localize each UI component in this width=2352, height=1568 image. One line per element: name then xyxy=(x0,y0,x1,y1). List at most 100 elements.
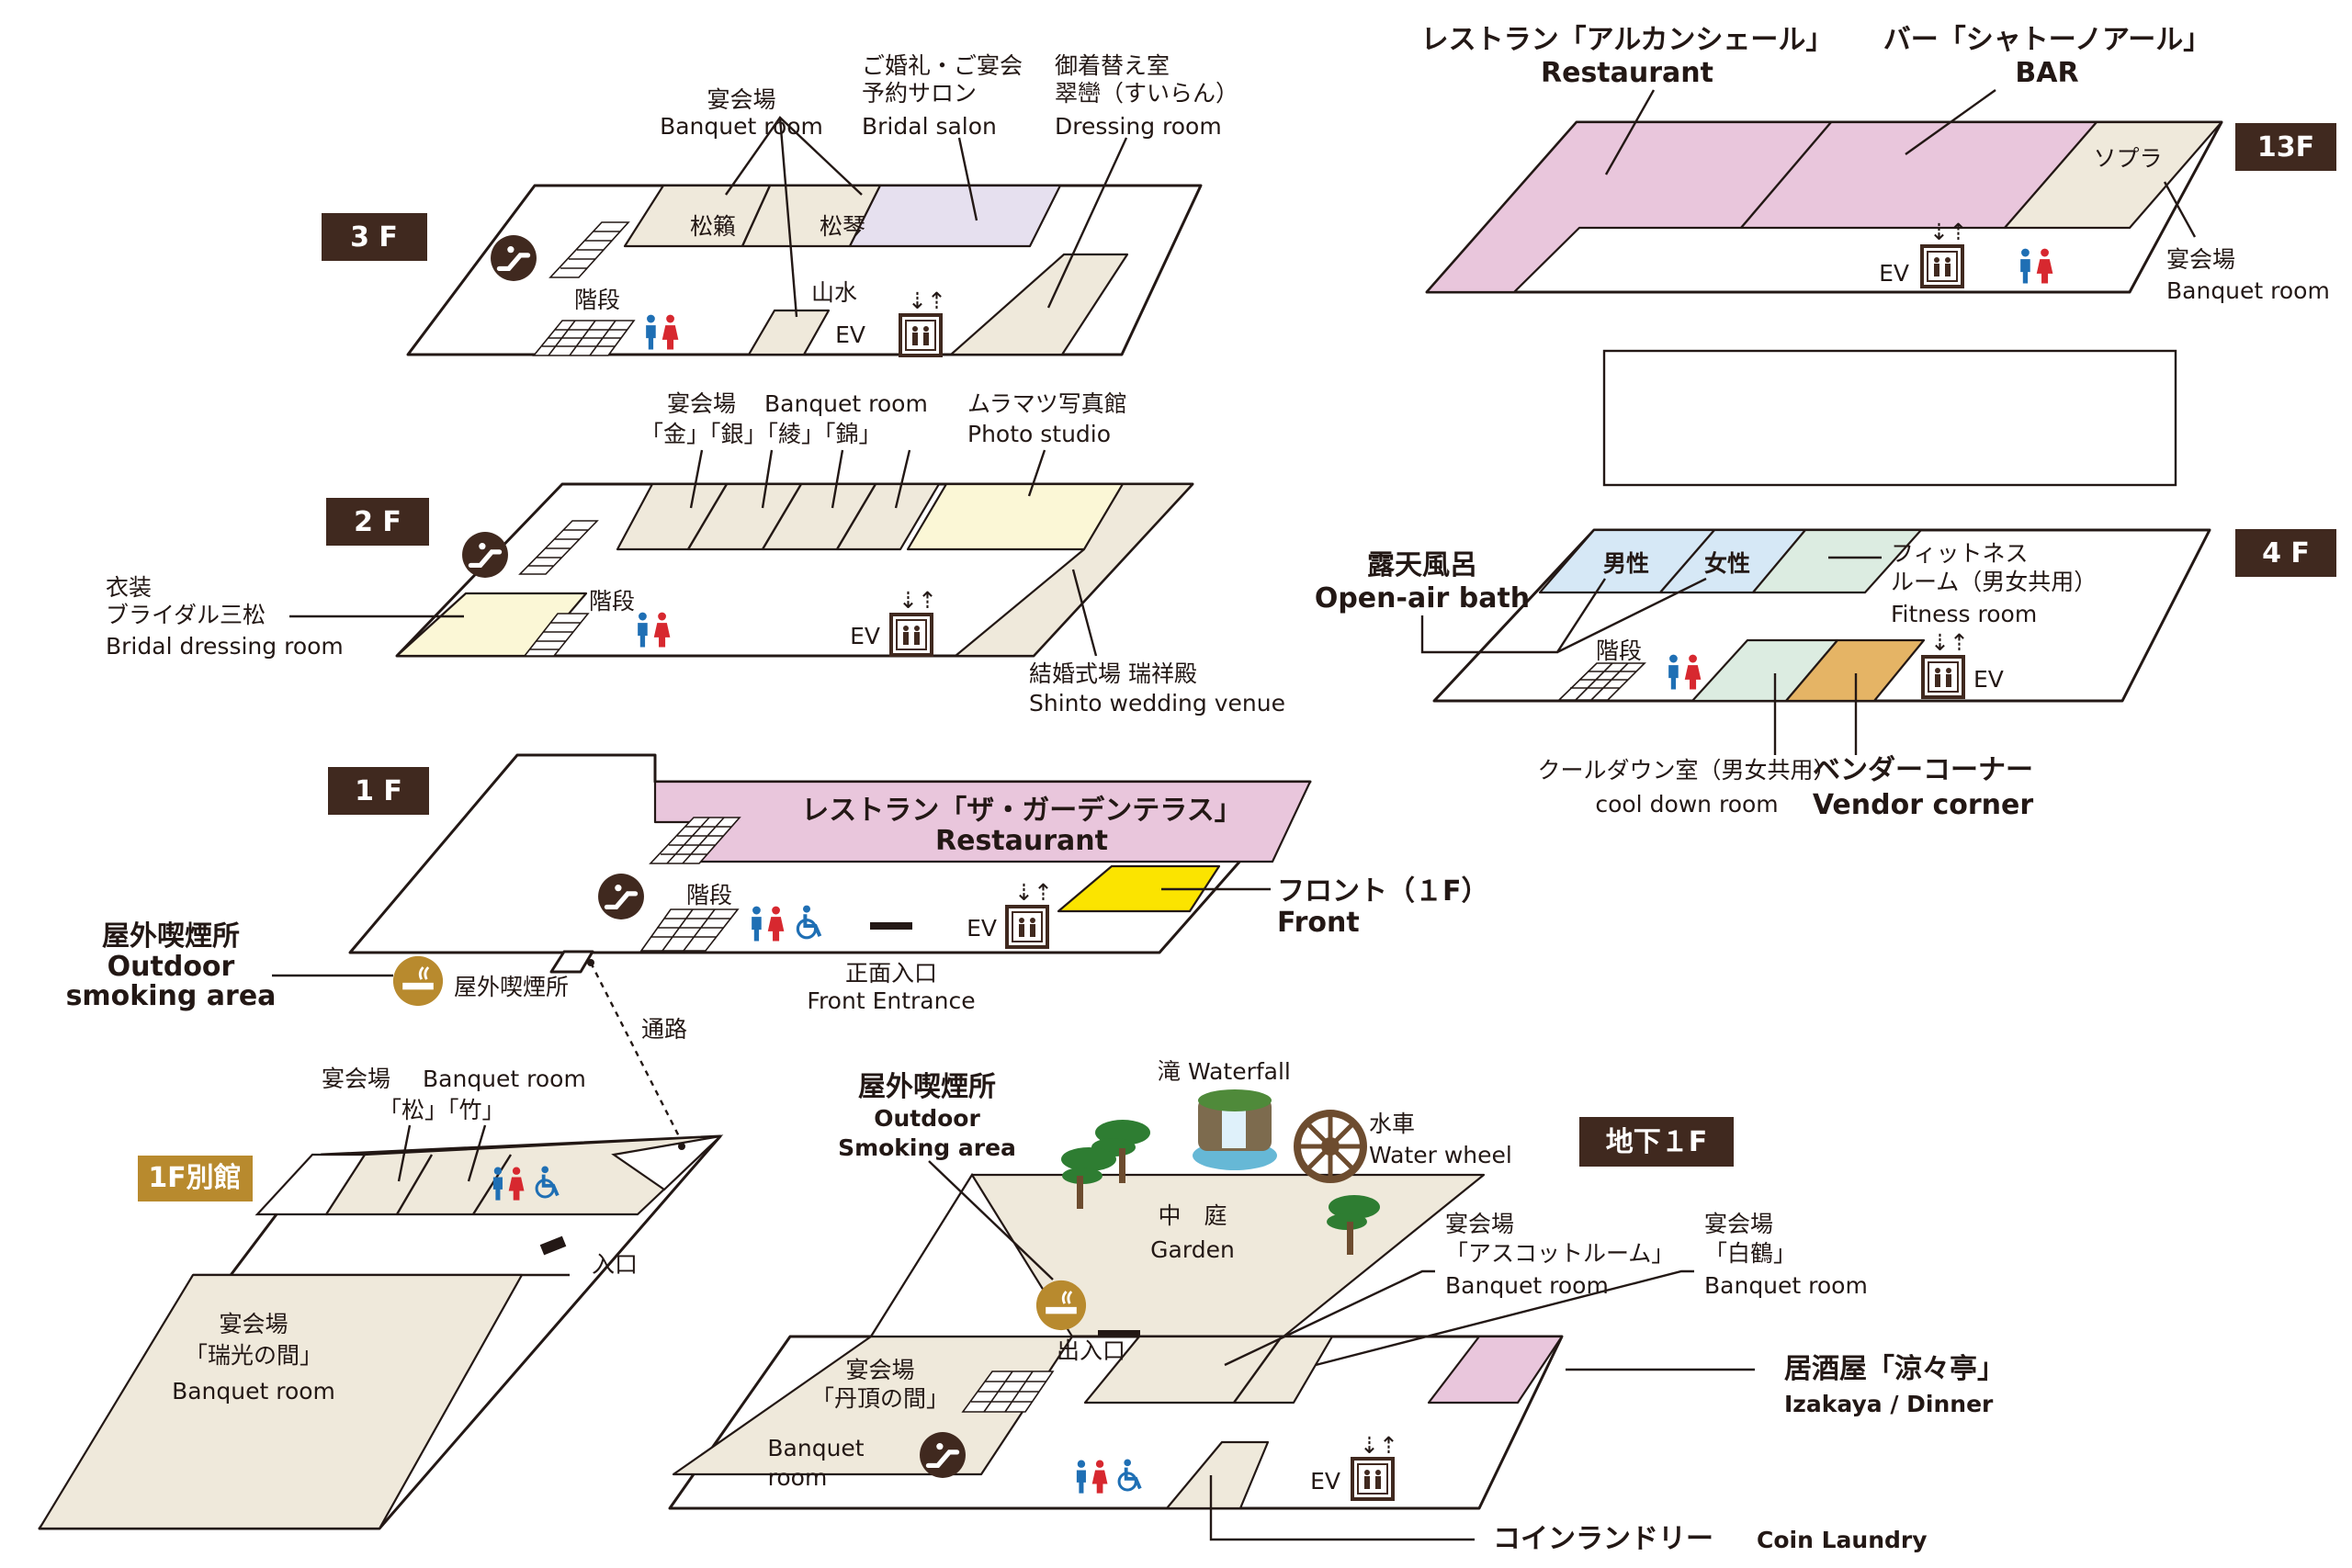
ev-label-2f: EV xyxy=(850,623,880,649)
banquet-room-sansui[interactable] xyxy=(747,309,831,356)
banquet-label-2f-en: Banquet room xyxy=(764,390,928,417)
bridal-salon-room[interactable] xyxy=(848,184,1062,248)
floor-tag-4f xyxy=(2235,529,2336,577)
floor-b1f: 地下１F ⇣⇡ EV 出入口 屋外喫煙所 Outdoor Smoking are… xyxy=(668,1058,2005,1555)
ascot-label-ja-2: 「アスコットルーム」 xyxy=(1445,1240,1674,1267)
front-entrance-marker xyxy=(870,922,912,930)
front-desk[interactable] xyxy=(1057,864,1221,913)
floor-tag-13f-label: 13F xyxy=(2257,131,2314,164)
ev-label-4f: EV xyxy=(1973,666,2004,693)
elevator-icon xyxy=(1005,905,1049,949)
elevator-arrows-icon: ⇣⇡ xyxy=(1014,879,1053,906)
restaurant-13f-label-ja: レストラン「アルカンシェール」 xyxy=(1421,24,1834,56)
banquet-sopra[interactable] xyxy=(2003,120,2223,230)
male-bath-label: 男性 xyxy=(1603,550,1649,577)
bar-label-en: BAR xyxy=(2015,57,2078,89)
elevator-icon xyxy=(1351,1457,1395,1501)
stairs-b1f xyxy=(961,1371,1055,1413)
shinto-label-ja: 結婚式場 瑞祥殿 xyxy=(1029,660,1197,687)
annex-upper-right-area xyxy=(611,1134,724,1191)
bridal-label-ja-1: ご婚礼・ご宴会 xyxy=(862,52,1023,79)
room-label-sansui: 山水 xyxy=(811,279,857,306)
garden-label-ja: 中 庭 xyxy=(1158,1202,1227,1229)
vendor-corner[interactable] xyxy=(1784,638,1926,703)
elevator-arrows-icon: ⇣⇡ xyxy=(899,587,937,614)
annex-zuiko-label-ja-2: 「瑞光の間」 xyxy=(185,1342,322,1369)
banquet-label-2f-ja: 宴会場 xyxy=(667,390,736,417)
banquet-label-3f-ja: 宴会場 xyxy=(707,86,775,113)
banquet-rooms-2f[interactable] xyxy=(616,482,941,551)
stairs-label-4f: 階段 xyxy=(1596,637,1642,664)
front-entrance-label-en: Front Entrance xyxy=(807,987,975,1014)
female-bath-label: 女性 xyxy=(1704,550,1750,577)
annex-upper-left-area xyxy=(254,1153,368,1216)
elevator-arrows-icon: ⇣⇡ xyxy=(908,288,946,314)
floor-tag-1f xyxy=(328,767,429,815)
bridal-label-ja-2: 予約サロン xyxy=(862,80,977,107)
hakutsuru-label-ja-1: 宴会場 xyxy=(1704,1211,1773,1237)
smoking-1f-small-label: 屋外喫煙所 xyxy=(454,974,569,1000)
ascot-label-ja-1: 宴会場 xyxy=(1445,1211,1514,1237)
floor-tag-2f xyxy=(326,498,429,546)
dressing-label-ja-2: 翠巒（すいらん） xyxy=(1055,80,1238,107)
passage-end-dot xyxy=(678,1143,685,1150)
ev-label-3f: EV xyxy=(835,321,865,348)
smoking-b1f-label-en-1: Outdoor xyxy=(874,1105,980,1132)
annex-banquet-room-names: 「松」「竹」 xyxy=(379,1097,505,1123)
floor-tag-13f xyxy=(2235,123,2336,171)
fitness-room[interactable] xyxy=(1751,528,1923,594)
annex-zuiko-label-en: Banquet room xyxy=(172,1378,335,1404)
floor-tag-4f-label: 4 F xyxy=(2262,537,2310,570)
front-entrance-label-ja: 正面入口 xyxy=(845,960,937,987)
escalator-icon xyxy=(598,874,644,919)
annex-banquet-label-ja: 宴会場 xyxy=(322,1066,390,1092)
dressing-label-ja-1: 御着替え室 xyxy=(1055,52,1170,79)
hakutsuru-label-en: Banquet room xyxy=(1704,1272,1868,1299)
fitness-label-ja-2: ルーム（男女共用） xyxy=(1891,569,2097,595)
passage-path xyxy=(589,962,683,1141)
tancho-label-en-1: Banquet xyxy=(767,1435,864,1461)
annex-banquet-label-en: Banquet room xyxy=(423,1066,586,1092)
dressing-room-suiran[interactable] xyxy=(949,253,1129,356)
vendor-label-en: Vendor corner xyxy=(1813,789,2033,821)
elevator-arrows-icon: ⇣⇡ xyxy=(1360,1432,1398,1459)
stairs-label-3f: 階段 xyxy=(574,287,620,313)
floor-4f: 4 F ⇣⇡ EV 階段 男性 女性 露天風呂 Open-air bath フィ… xyxy=(1315,528,2336,821)
smoking-1f-label-ja: 屋外喫煙所 xyxy=(102,920,240,953)
sopra-label: ソプラ xyxy=(2093,145,2162,172)
costume-label-ja-1: 衣装 xyxy=(106,574,152,601)
ev-label-1f: EV xyxy=(967,915,997,942)
stairs-3f-lower xyxy=(532,320,636,356)
floor-tag-b1f-label: 地下１F xyxy=(1606,1126,1708,1158)
coin-laundry[interactable] xyxy=(1165,1440,1270,1510)
izakaya-label-en: Izakaya / Dinner xyxy=(1784,1391,1994,1417)
stairs-label-1f: 階段 xyxy=(686,882,732,908)
b1f-exit-marker xyxy=(1098,1330,1140,1337)
annex-entrance-label: 入口 xyxy=(592,1251,638,1278)
vendor-label-ja: ベンダーコーナー xyxy=(1813,754,2033,786)
floor-2f: 2 F ⇣⇡ EV 階段 宴会場 Banquet room 「金」「銀」「綾」「… xyxy=(106,390,1285,716)
escalator-icon xyxy=(491,235,537,281)
izakaya-ryoryotei[interactable] xyxy=(1427,1335,1564,1404)
smoking-shed-1f xyxy=(549,950,594,974)
fitness-label-ja-1: フィットネス xyxy=(1891,540,2029,567)
bar-label-ja: バー「シャトーノアール」 xyxy=(1883,24,2211,56)
elevator-arrows-icon: ⇣⇡ xyxy=(1929,219,1968,245)
izakaya-label-ja: 居酒屋「涼々亭」 xyxy=(1784,1353,2005,1385)
costume-label-ja-2: ブライダル三松 xyxy=(106,602,266,628)
floor-tag-3f xyxy=(322,213,427,261)
garden-label-en: Garden xyxy=(1150,1236,1235,1263)
elevator-icon xyxy=(899,313,943,357)
annex-banquet-zuiko[interactable] xyxy=(38,1273,524,1530)
escalator-icon xyxy=(462,532,508,578)
escalator-icon xyxy=(920,1432,966,1478)
b1f-exit-label: 出入口 xyxy=(1057,1337,1125,1364)
floor-13f: 13F ⇣⇡ EV レストラン「アルカンシェール」 Restaurant バー「… xyxy=(1421,24,2336,304)
hakutsuru-label-ja-2: 「白鶴」 xyxy=(1704,1240,1796,1267)
floor-3f: 3 F ⇣⇡ EV 階段 松籟 松琴 山水 宴会場 Banquet room ご… xyxy=(322,52,1238,357)
costume-label-en: Bridal dressing room xyxy=(106,633,344,660)
smoking-1f-label-en-2: smoking area xyxy=(66,980,277,1012)
floor-tag-2f-label: 2 F xyxy=(354,506,401,538)
tancho-label-ja-2: 「丹頂の間」 xyxy=(811,1385,949,1412)
